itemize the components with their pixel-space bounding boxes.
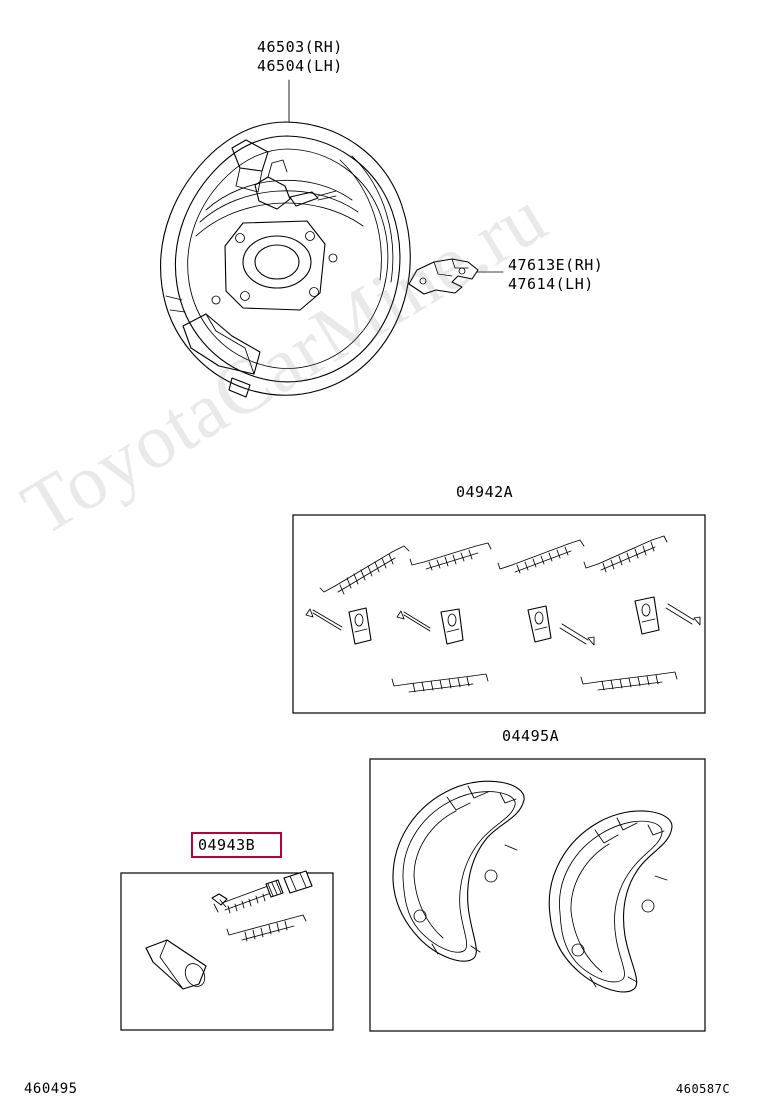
callout-04942A: 04942A xyxy=(456,483,514,501)
footer-left-code: 460495 xyxy=(24,1081,78,1097)
callout-04495A: 04495A xyxy=(502,727,560,745)
spring-kit-box xyxy=(292,514,706,714)
adjuster-kit-art xyxy=(145,870,313,990)
shoe-kit-art xyxy=(392,780,673,993)
footer-right-code: 460587C xyxy=(676,1082,731,1096)
callout-04943B: 04943B xyxy=(198,836,256,854)
highlight-04943B xyxy=(191,832,282,858)
shoe-kit-box xyxy=(369,758,706,1032)
callout-47613E-47614: 47613E(RH)47614(LH) xyxy=(508,256,604,293)
adjuster-kit-box xyxy=(120,872,334,1031)
shoe-lever-art xyxy=(408,258,479,295)
backing-plate-art xyxy=(160,121,411,398)
callout-46503-46504: 46503(RH)46504(LH) xyxy=(257,38,343,75)
spring-kit-art xyxy=(305,535,701,693)
